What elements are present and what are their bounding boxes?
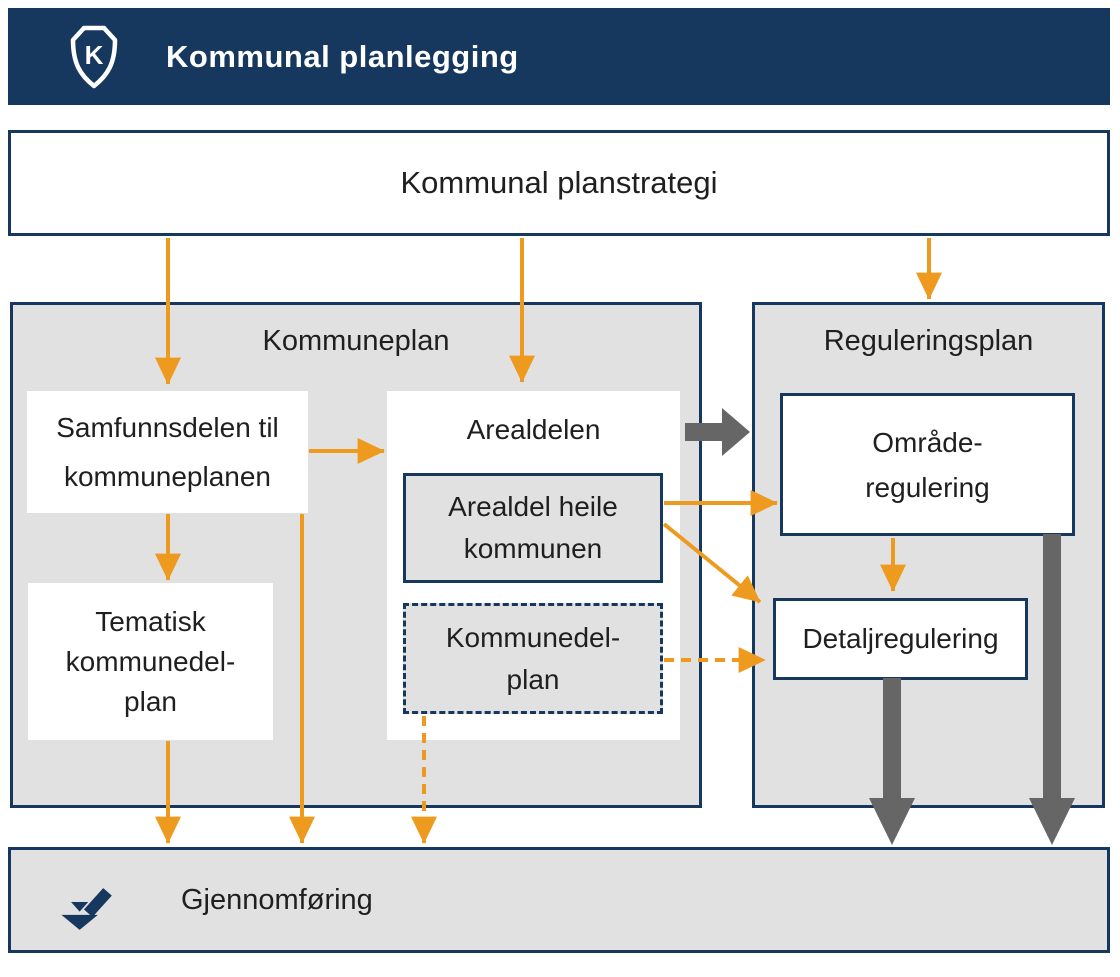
box-kommunal-planstrategi: Kommunal planstrategi: [8, 130, 1110, 236]
kommunal-planstrategi-label: Kommunal planstrategi: [400, 165, 718, 200]
omraderegulering-line1: Område-: [872, 426, 983, 458]
box-gjennomforing: Gjennomføring: [8, 847, 1110, 953]
shield-k-icon: K: [70, 25, 118, 88]
box-tematisk-kommunedelplan: Tematisk kommunedel- plan: [28, 583, 273, 740]
detaljregulering-label: Detaljregulering: [802, 623, 999, 654]
box-samfunnsdelen: Samfunnsdelen til kommuneplanen: [27, 391, 308, 513]
box-arealdel-heile-kommunen: Arealdel heile kommunen: [403, 473, 663, 583]
arealdelen-title: Arealdelen: [466, 414, 601, 445]
kommunedelplan-line1: Kommunedel-: [445, 621, 621, 653]
tematisk-line2: kommunedel-: [65, 645, 236, 677]
kommuneplan-title: Kommuneplan: [262, 325, 450, 357]
panel-reguleringsplan: Reguleringsplan: [752, 302, 1105, 808]
box-omraderegulering: Område- regulering: [780, 393, 1075, 536]
implementation-tool-icon: [61, 888, 112, 930]
kommunedelplan-line2: plan: [506, 663, 560, 695]
shield-letter: K: [85, 40, 104, 70]
arealdel-heile-line1: Arealdel heile: [448, 491, 618, 522]
box-detaljregulering: Detaljregulering: [773, 598, 1028, 680]
tematisk-line1: Tematisk: [95, 605, 206, 637]
gjennomforing-label: Gjennomføring: [181, 883, 373, 916]
header-bar: K Kommunal planlegging: [8, 8, 1110, 105]
samfunnsdelen-line2: kommuneplanen: [63, 461, 272, 492]
arealdel-heile-line2: kommunen: [463, 533, 603, 564]
box-kommunedelplan: Kommunedel- plan: [403, 603, 663, 714]
reguleringsplan-title: Reguleringsplan: [823, 325, 1034, 357]
samfunnsdelen-line1: Samfunnsdelen til: [56, 412, 279, 443]
omraderegulering-line2: regulering: [865, 471, 990, 503]
tematisk-line3: plan: [124, 685, 177, 717]
diagram-title: Kommunal planlegging: [166, 38, 519, 74]
